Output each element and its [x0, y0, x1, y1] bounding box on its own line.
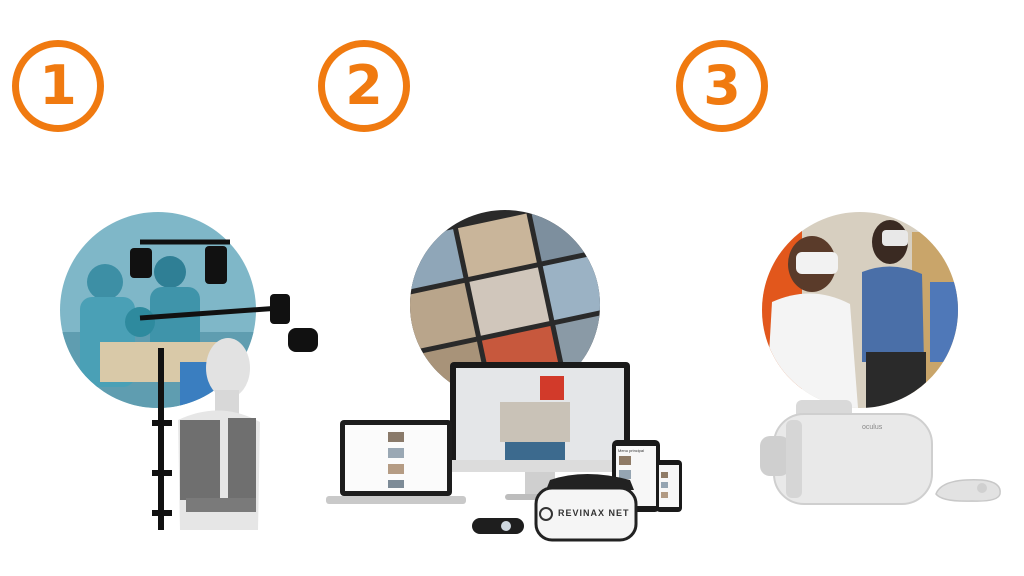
step-3-line-2	[784, 126, 984, 154]
step-1-line-3	[110, 154, 310, 182]
oculus-brand-text: oculus	[862, 424, 883, 431]
oculus-controller	[935, 479, 1001, 502]
tablet-header: Menu principal	[618, 448, 645, 453]
camera-rig	[130, 239, 318, 352]
video-collage-photo	[410, 210, 600, 400]
step-3-description	[784, 98, 984, 182]
step-2-line-1	[430, 98, 630, 126]
step-2: 2	[318, 0, 682, 576]
step-2-line-3	[430, 154, 630, 182]
step-3-line-1	[784, 98, 984, 126]
step-2-description	[430, 98, 630, 182]
step-1-line-1	[110, 98, 310, 126]
step-3-line-3	[784, 154, 984, 182]
desktop-monitor	[450, 362, 630, 500]
mannequin-with-rig	[152, 338, 260, 530]
step-1-line-2	[110, 126, 310, 154]
headset-logo-text: REVINAX NET	[558, 508, 630, 518]
vr-controller	[472, 518, 524, 534]
vr-users-photo	[762, 212, 958, 408]
step-1-number-badge: 1	[12, 40, 104, 132]
oculus-go-headset	[760, 400, 933, 505]
smartphone	[656, 460, 682, 512]
step-2-line-2	[430, 126, 630, 154]
step-1-description	[110, 98, 310, 182]
step-1: 1	[0, 0, 340, 576]
step-2-number-badge: 2	[318, 40, 410, 132]
step-3-number-badge: 3	[676, 40, 768, 132]
step-3: 3 oculus	[676, 0, 1016, 576]
laptop	[326, 420, 466, 504]
revinax-headset	[534, 474, 638, 542]
